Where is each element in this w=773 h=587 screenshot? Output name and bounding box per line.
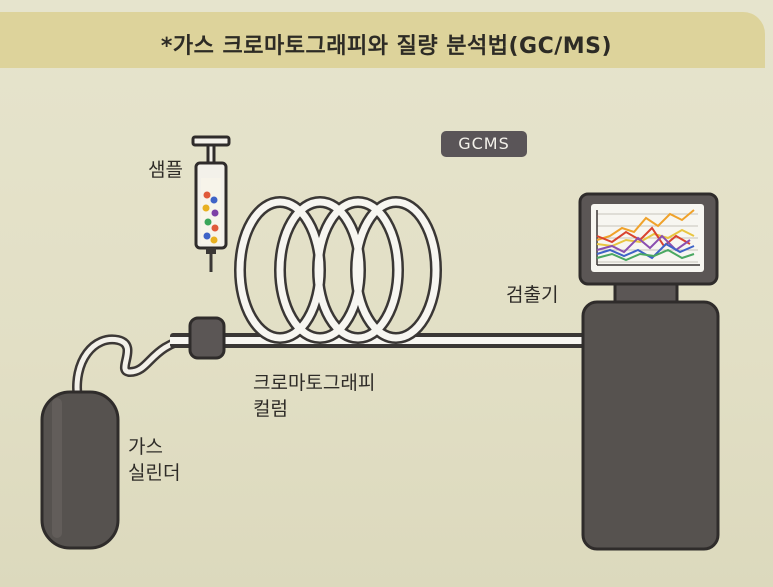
detector-monitor bbox=[578, 192, 719, 286]
chromatography-coil bbox=[234, 196, 442, 344]
detector-unit bbox=[581, 280, 720, 551]
gas-cylinder-label-line1: 가스 bbox=[128, 436, 163, 458]
gas-cylinder-label-line2: 실린더 bbox=[128, 462, 181, 484]
injector-block bbox=[188, 316, 226, 360]
title-banner bbox=[0, 12, 765, 68]
column-label-line2: 컬럼 bbox=[253, 398, 288, 420]
trace-red bbox=[596, 226, 691, 248]
gas-cylinder bbox=[40, 390, 120, 550]
sample-label: 샘플 bbox=[148, 159, 183, 181]
trace-green bbox=[596, 248, 695, 262]
gcms-badge: GCMS bbox=[441, 131, 527, 157]
trace-yellow bbox=[596, 228, 695, 248]
page-title: *가스 크로마토그래피와 질량 분석법(GC/MS) bbox=[160, 34, 613, 59]
sample-syringe bbox=[191, 135, 231, 272]
trace-orange bbox=[596, 209, 695, 241]
column-label-line1: 크로마토그래피 bbox=[253, 372, 376, 394]
detector-label: 검출기 bbox=[506, 284, 559, 306]
